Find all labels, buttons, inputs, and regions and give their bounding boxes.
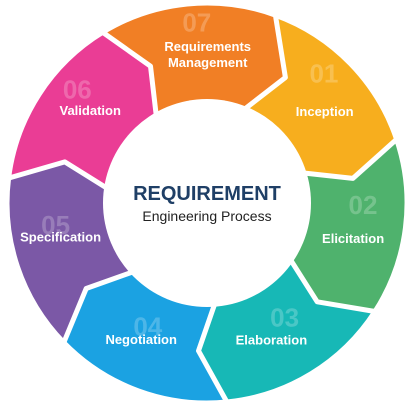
segment-number-05: 05 bbox=[41, 210, 70, 240]
segment-label-01: Inception bbox=[296, 104, 354, 119]
center-title: REQUIREMENT bbox=[133, 183, 281, 205]
segment-number-07: 07 bbox=[182, 7, 211, 37]
segment-label-06: Validation bbox=[59, 103, 120, 118]
segment-label-05: Specification bbox=[20, 230, 101, 245]
segment-label-04: Negotiation bbox=[105, 332, 177, 347]
segment-number-06: 06 bbox=[63, 75, 92, 105]
segment-label-02: Elicitation bbox=[322, 231, 384, 246]
center-disc bbox=[103, 99, 311, 307]
segment-label-03: Elaboration bbox=[236, 333, 308, 348]
segment-number-01: 01 bbox=[309, 59, 338, 89]
segment-number-04: 04 bbox=[133, 312, 162, 342]
segment-number-03: 03 bbox=[270, 303, 299, 333]
center-subtitle: Engineering Process bbox=[142, 208, 271, 224]
segment-number-02: 02 bbox=[349, 190, 378, 220]
